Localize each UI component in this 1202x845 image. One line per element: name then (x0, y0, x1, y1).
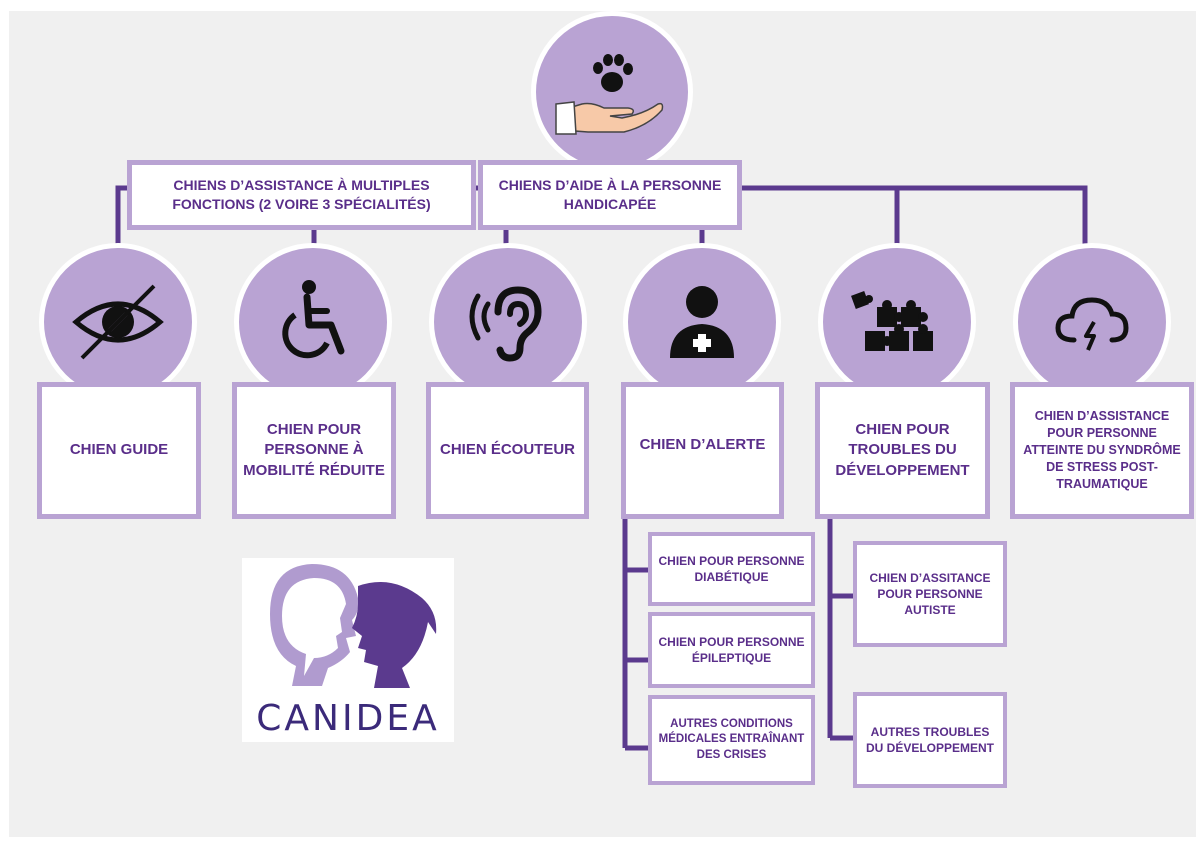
root-circle (531, 11, 693, 173)
box-alert-epileptic: CHIEN POUR PERSONNE ÉPILEPTIQUE (648, 612, 815, 688)
circle-guide (39, 243, 197, 401)
circle-ptsd (1013, 243, 1171, 401)
box-hearing: CHIEN ÉCOUTEUR (426, 382, 589, 519)
box-guide: CHIEN GUIDE (37, 382, 201, 519)
puzzle-pieces-icon (851, 291, 933, 351)
storm-cloud-icon (1055, 297, 1129, 351)
circle-hearing (429, 243, 587, 401)
crossed-eye-icon (72, 284, 164, 360)
circle-mobility (234, 243, 392, 401)
hearing-ear-icon (469, 286, 542, 362)
circle-alert (623, 243, 781, 401)
box-alert-other: AUTRES CONDITIONS MÉDICALES ENTRAÎNANT D… (648, 695, 815, 785)
box-alert-diabetic: CHIEN POUR PERSONNE DIABÉTIQUE (648, 532, 815, 606)
box-development: CHIEN POUR TROUBLES DU DÉVELOPPEMENT (815, 382, 990, 519)
header-multi-function: CHIENS D’ASSISTANCE À MULTIPLES FONCTION… (127, 160, 476, 230)
box-dev-autism: CHIEN D’ASSITANCE POUR PERSONNE AUTISTE (853, 541, 1007, 647)
box-ptsd: CHIEN D’ASSISTANCE POUR PERSONNE ATTEINT… (1010, 382, 1194, 519)
logo-text: CANIDEA (256, 698, 439, 739)
box-dev-other: AUTRES TROUBLES DU DÉVELOPPEMENT (853, 692, 1007, 788)
box-mobility: CHIEN POUR PERSONNE À MOBILITÉ RÉDUITE (232, 382, 396, 519)
hand-with-paw-icon (555, 54, 664, 135)
circle-development (818, 243, 976, 401)
canidea-logo-graphic: CANIDEA (256, 564, 439, 739)
canidea-logo: CANIDEA (242, 558, 454, 742)
medical-person-icon (670, 286, 734, 358)
header-disabled-assistance: CHIENS D’AIDE À LA PERSONNE HANDICAPÉE (478, 160, 742, 230)
wheelchair-icon (282, 280, 345, 359)
box-alert: CHIEN D’ALERTE (621, 382, 784, 519)
